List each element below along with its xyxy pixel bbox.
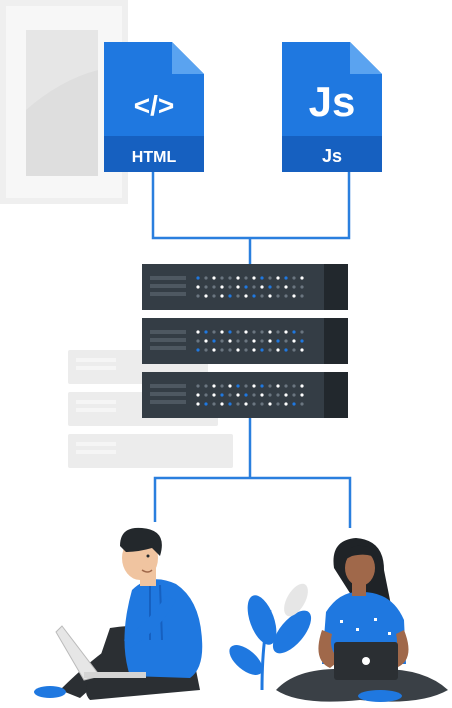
woman-with-laptop: [276, 538, 448, 702]
js-file-label: Js: [322, 146, 342, 166]
plant: [229, 583, 312, 691]
server-unit: [142, 318, 348, 364]
server-unit: [142, 372, 348, 418]
html-file-icon: </> HTML: [104, 42, 204, 172]
server-unit: [142, 264, 348, 310]
html-glyph: </>: [134, 90, 174, 121]
server-rack: [142, 264, 348, 418]
js-glyph: Js: [309, 78, 356, 125]
connector-lines: [151, 172, 352, 528]
man-with-laptop: [34, 527, 203, 700]
js-file-icon: Js Js: [282, 42, 382, 172]
html-file-label: HTML: [132, 149, 177, 166]
